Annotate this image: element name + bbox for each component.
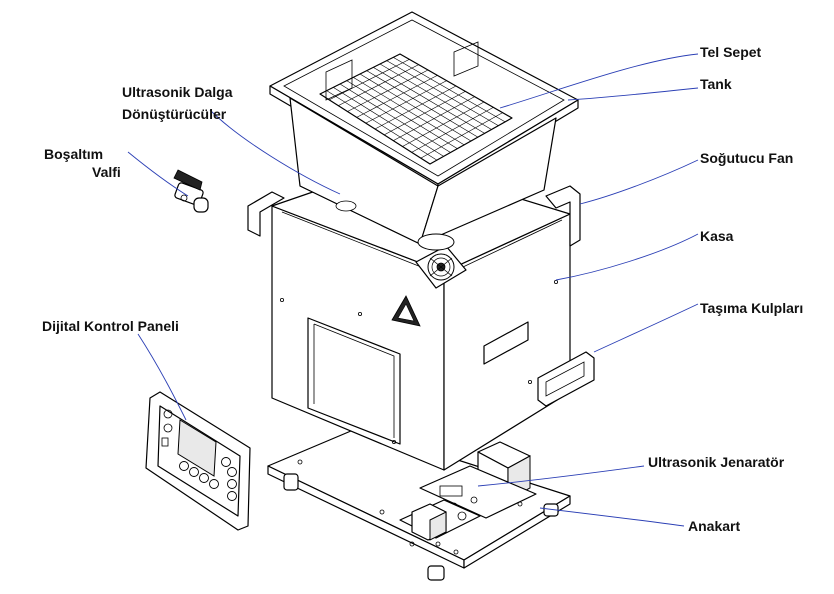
base-plate: [267, 427, 571, 581]
keypad-button: [221, 457, 231, 467]
label-bosaltim-line1: Boşaltım: [44, 146, 104, 162]
control-panel: [145, 391, 251, 531]
label-tel-sepet: Tel Sepet: [700, 44, 762, 60]
label-tasima-kulplari: Taşıma Kulpları: [700, 300, 804, 316]
label-sogutucu-fan: Soğutucu Fan: [700, 150, 794, 166]
label-ultrasonik-jenerator: Ultrasonik Jenaratör: [648, 454, 785, 470]
cooling-fan: [415, 245, 467, 289]
keypad-button: [179, 461, 189, 471]
keypad-button: [227, 491, 237, 501]
label-ultrasonik-dalga-line1: Ultrasonik Dalga: [122, 84, 233, 100]
label-kasa: Kasa: [700, 228, 734, 244]
label-dijital-kontrol-paneli: Dijital Kontrol Paneli: [42, 318, 179, 334]
keypad-button: [227, 479, 237, 489]
basket-wire: [411, 107, 494, 153]
label-ultrasonik-dalga-line2: Dönüştürücüler: [122, 106, 227, 122]
mainboard: [399, 499, 481, 547]
label-bosaltim-line2: Valfi: [92, 164, 121, 180]
wire-basket: [319, 41, 513, 165]
basket-wire: [420, 112, 503, 159]
keypad-button: [209, 479, 219, 489]
top-handles: [247, 185, 581, 247]
leader-lines: [127, 53, 699, 527]
label-anakart: Anakart: [688, 518, 741, 534]
keypad-button: [227, 467, 237, 477]
label-tank: Tank: [700, 76, 732, 92]
basket-wire: [393, 57, 506, 123]
drain-valve: [173, 169, 209, 213]
keypad-button: [199, 473, 209, 483]
keypad-button: [189, 467, 199, 477]
generator-module: [419, 441, 537, 519]
carry-handle: [537, 351, 595, 407]
